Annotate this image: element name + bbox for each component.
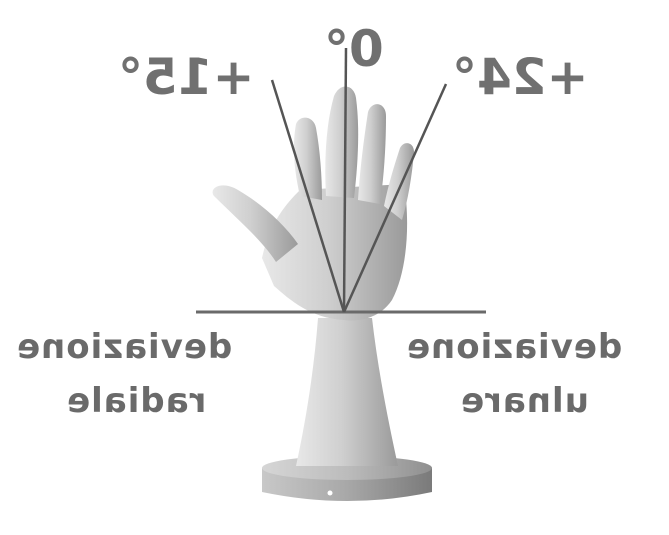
angle-label-radial: +15° [118,48,255,106]
neutral-axis-line [342,47,348,313]
middle-finger-shape [325,86,359,198]
left-term-line1: deviazione [16,327,233,367]
angle-label-neutral: 0° [324,20,384,78]
little-finger-shape [384,143,414,220]
radial-deviation-line [270,79,346,313]
right-term-line1: deviazione [406,327,623,367]
index-finger-shape [293,117,322,200]
ulnar-deviation-line [342,83,448,313]
left-term-line2: radiale [66,381,207,421]
angle-label-ulnar: +24° [452,48,589,106]
thumb-shape [212,185,298,262]
ring-finger-shape [358,104,386,204]
palm-shape [262,184,408,321]
forearm-shape [296,318,398,466]
right-term-line2: ulnare [460,381,589,421]
